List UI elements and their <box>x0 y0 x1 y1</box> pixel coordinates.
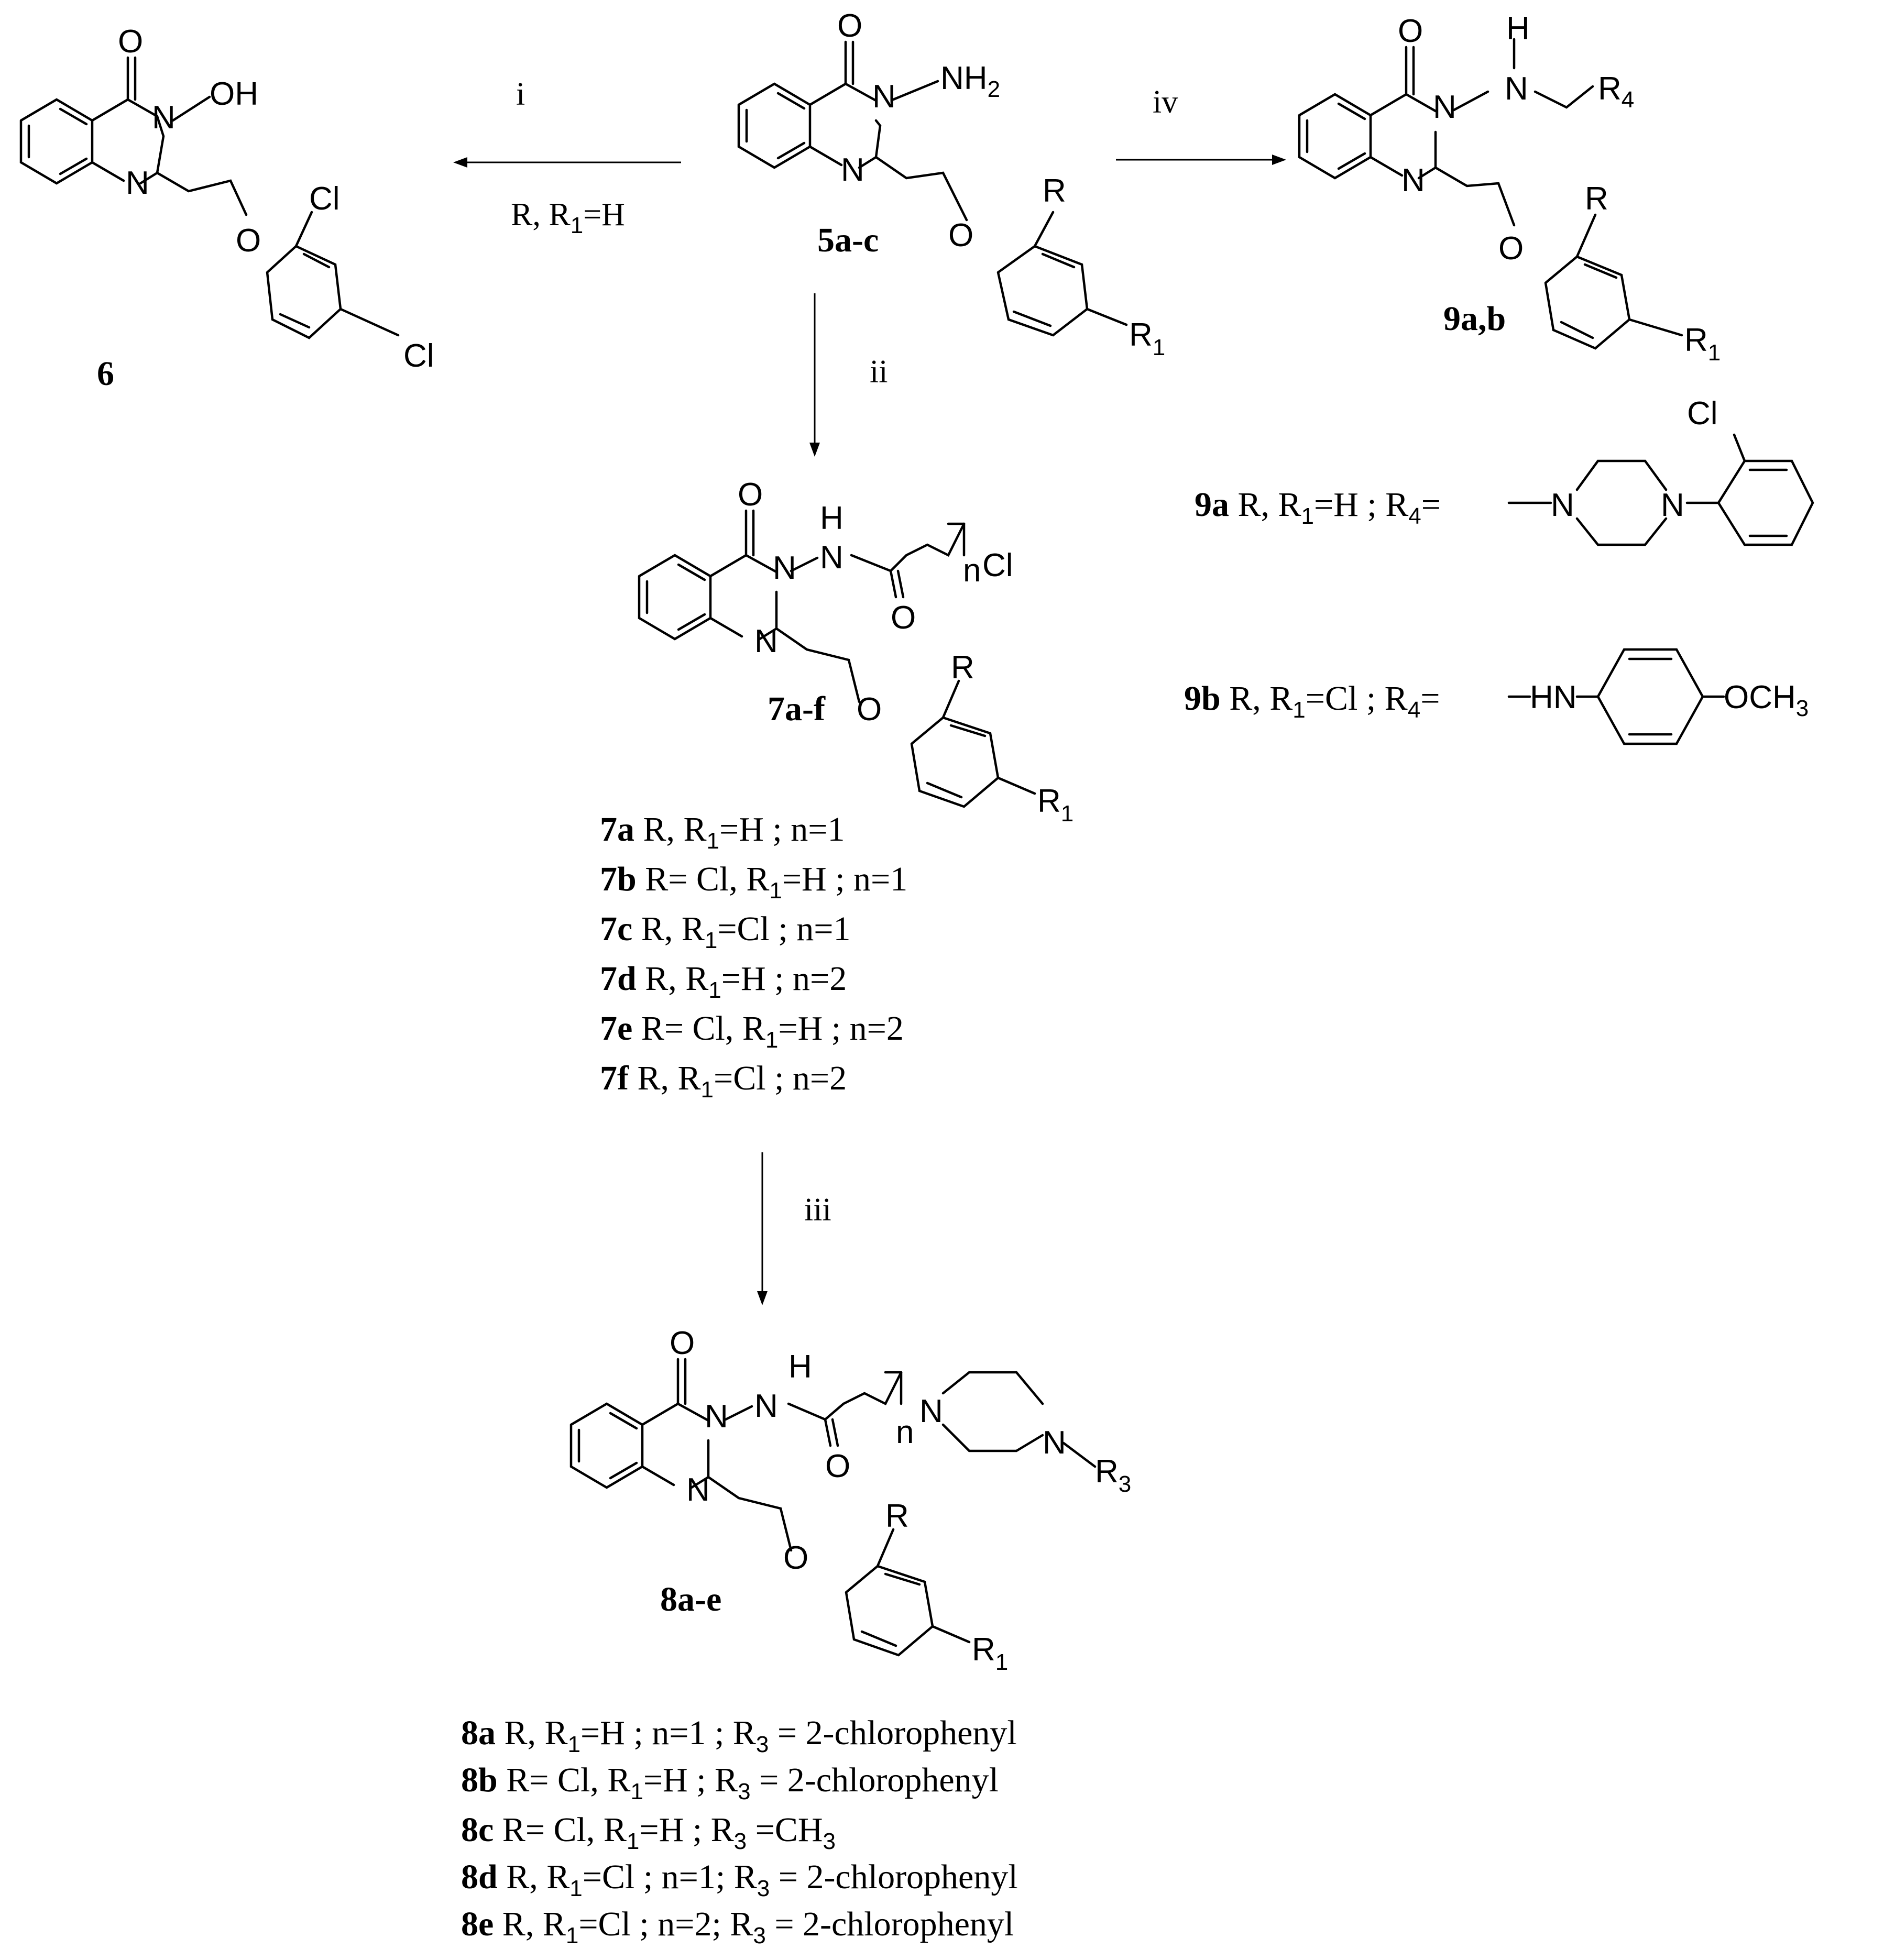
c7-r1: R1 <box>1037 783 1074 827</box>
definition-7e: 7e R= Cl, R1=H ; n=2 <box>600 1009 904 1053</box>
reagent-ii: ii <box>870 354 888 390</box>
c7-nh-n: N <box>820 539 844 576</box>
c6-carbonyl-o: O <box>118 24 143 60</box>
compound-7-label: 7a-f <box>768 690 826 728</box>
r4-cl: Cl <box>1687 395 1718 432</box>
c5-n3: N <box>872 79 896 115</box>
c8-n3: N <box>705 1399 728 1435</box>
c9-ether-o: O <box>1498 230 1524 267</box>
compound-7-structure <box>638 509 1036 808</box>
c9-n3: N <box>1433 89 1456 125</box>
definition-7a: 7a R, R1=H ; n=1 <box>600 810 845 854</box>
c8-nh-n: N <box>754 1388 778 1424</box>
c9-carbonyl-o: O <box>1398 13 1423 49</box>
compound-9-structure <box>1298 38 1683 350</box>
definition-8a: 8a R, R1=H ; n=1 ; R3 = 2-chlorophenyl <box>461 1714 1017 1757</box>
arrow-iii <box>757 1152 768 1305</box>
c7-nh-h: H <box>820 500 844 536</box>
r4-piperazinyl-structure <box>1507 433 1814 546</box>
c7-amide-o: O <box>891 600 916 636</box>
c8-r1: R1 <box>972 1632 1008 1675</box>
definition-9b: 9b R, R1=Cl ; R4= <box>1184 679 1440 723</box>
c8-pip-n1: N <box>919 1393 943 1429</box>
c5-n1: N <box>841 152 864 188</box>
c8-n-index: n <box>896 1414 914 1450</box>
c5-nh2: NH2 <box>940 60 1000 102</box>
c9-r: R <box>1585 181 1608 217</box>
reagent-i: i <box>516 76 525 112</box>
c6-ether-o: O <box>236 223 261 259</box>
arrow-ii <box>809 293 820 457</box>
c5-r: R <box>1043 173 1066 209</box>
c8-r: R <box>885 1498 909 1534</box>
r4-pip-n4: N <box>1661 487 1684 523</box>
c8-n1: N <box>686 1472 710 1508</box>
c7-ether-o: O <box>857 691 882 728</box>
c6-n1: N <box>126 165 149 201</box>
definition-8e: 8e R, R1=Cl ; n=2; R3 = 2-chlorophenyl <box>461 1905 1014 1948</box>
compound-5-label: 5a-c <box>817 221 879 259</box>
c7-n3: N <box>773 550 796 586</box>
c6-n3: N <box>152 100 176 136</box>
definition-8d: 8d R, R1=Cl ; n=1; R3 = 2-chlorophenyl <box>461 1858 1018 1901</box>
reagent-i-condition: R, R1=H <box>511 197 625 238</box>
definition-7b: 7b R= Cl, R1=H ; n=1 <box>600 860 907 904</box>
c5-r1: R1 <box>1129 317 1165 360</box>
compound-6-structure <box>19 56 400 339</box>
c7-n-index: n <box>963 553 981 589</box>
c9-n1: N <box>1401 162 1425 199</box>
c7-carbonyl-o: O <box>738 477 763 513</box>
definition-7d: 7d R, R1=H ; n=2 <box>600 960 847 1003</box>
r4-methoxyanilino-structure <box>1507 648 1725 745</box>
c6-oh: OH <box>210 76 258 112</box>
c8-r3: R3 <box>1095 1454 1131 1497</box>
r4-och3: OCH3 <box>1724 679 1809 721</box>
compound-9-label: 9a,b <box>1443 300 1506 338</box>
c5-ether-o: O <box>948 217 973 254</box>
r4-hn: HN <box>1530 679 1577 715</box>
c8-carbonyl-o: O <box>670 1325 695 1361</box>
definition-9a: 9a R, R1=H ; R4= <box>1195 486 1441 529</box>
c7-cl: Cl <box>982 547 1013 583</box>
c6-cl-2: Cl <box>309 181 340 217</box>
reagent-iv: iv <box>1153 84 1178 120</box>
c9-nh-n: N <box>1505 71 1528 107</box>
c8-nh-h: H <box>788 1349 812 1385</box>
c6-cl-4: Cl <box>403 338 434 374</box>
c8-pip-n4: N <box>1043 1425 1066 1461</box>
reagent-iii: iii <box>804 1192 831 1228</box>
c9-nh-h: H <box>1506 10 1530 47</box>
c7-n1: N <box>754 623 778 659</box>
c8-amide-o: O <box>825 1448 850 1484</box>
r4-pip-n1: N <box>1551 487 1574 523</box>
compound-8-label: 8a-e <box>660 1580 721 1618</box>
c7-r: R <box>951 649 974 686</box>
c9-r1: R1 <box>1684 322 1721 366</box>
definition-7f: 7f R, R1=Cl ; n=2 <box>600 1059 847 1103</box>
compound-8-structure <box>569 1358 1097 1657</box>
c9-r4: R4 <box>1598 71 1634 113</box>
compound-6-label: 6 <box>97 355 114 393</box>
definition-7c: 7c R, R1=Cl ; n=1 <box>600 910 850 953</box>
compound-5-structure <box>737 40 1128 337</box>
c8-ether-o: O <box>783 1540 808 1576</box>
arrow-iv <box>1116 155 1286 165</box>
definition-8c: 8c R= Cl, R1=H ; R3 =CH3 <box>461 1811 836 1854</box>
c5-carbonyl-o: O <box>837 8 862 44</box>
definition-8b: 8b R= Cl, R1=H ; R3 = 2-chlorophenyl <box>461 1761 999 1804</box>
arrow-i <box>453 157 681 168</box>
